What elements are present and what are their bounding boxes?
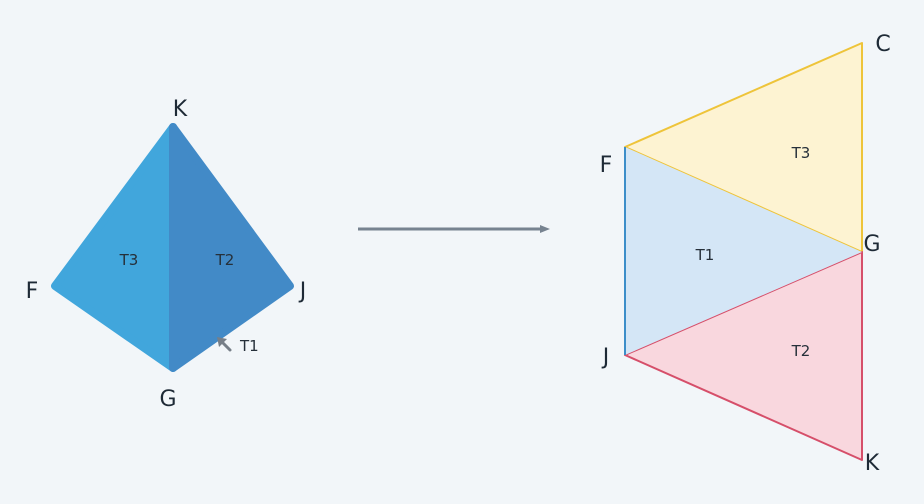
net-face-middle bbox=[625, 147, 862, 355]
net-face-top-label: T3 bbox=[791, 144, 811, 162]
pointer-arrowhead-icon bbox=[217, 337, 227, 347]
net-vertex-middle-right: G bbox=[863, 232, 880, 257]
tetra-face-left bbox=[51, 123, 177, 372]
tetra-vertex-top: K bbox=[173, 97, 188, 122]
tetra-hidden-face-label: T1 bbox=[239, 337, 259, 355]
net-vertex-bottom-right: K bbox=[865, 451, 880, 476]
tetrahedron: T3 T2 K F J G T1 bbox=[26, 97, 307, 412]
hidden-face-pointer: T1 bbox=[217, 337, 259, 355]
tetra-vertex-left: F bbox=[26, 279, 39, 304]
net-vertex-top-right: C bbox=[875, 32, 890, 57]
net: T3 T1 T2 C F G J K bbox=[600, 32, 891, 476]
net-face-bottom-label: T2 bbox=[791, 342, 811, 360]
pointer-arrow-icon bbox=[220, 340, 232, 352]
net-vertex-left-bottom: J bbox=[601, 345, 610, 370]
net-face-middle-label: T1 bbox=[695, 246, 715, 264]
tetra-face-right bbox=[169, 123, 294, 372]
tetra-vertex-bottom: G bbox=[159, 387, 176, 412]
tetra-face-left-label: T3 bbox=[119, 251, 139, 269]
tetra-face-right-label: T2 bbox=[215, 251, 235, 269]
net-vertex-left-top: F bbox=[600, 153, 613, 178]
tetra-vertex-right: J bbox=[298, 279, 307, 304]
